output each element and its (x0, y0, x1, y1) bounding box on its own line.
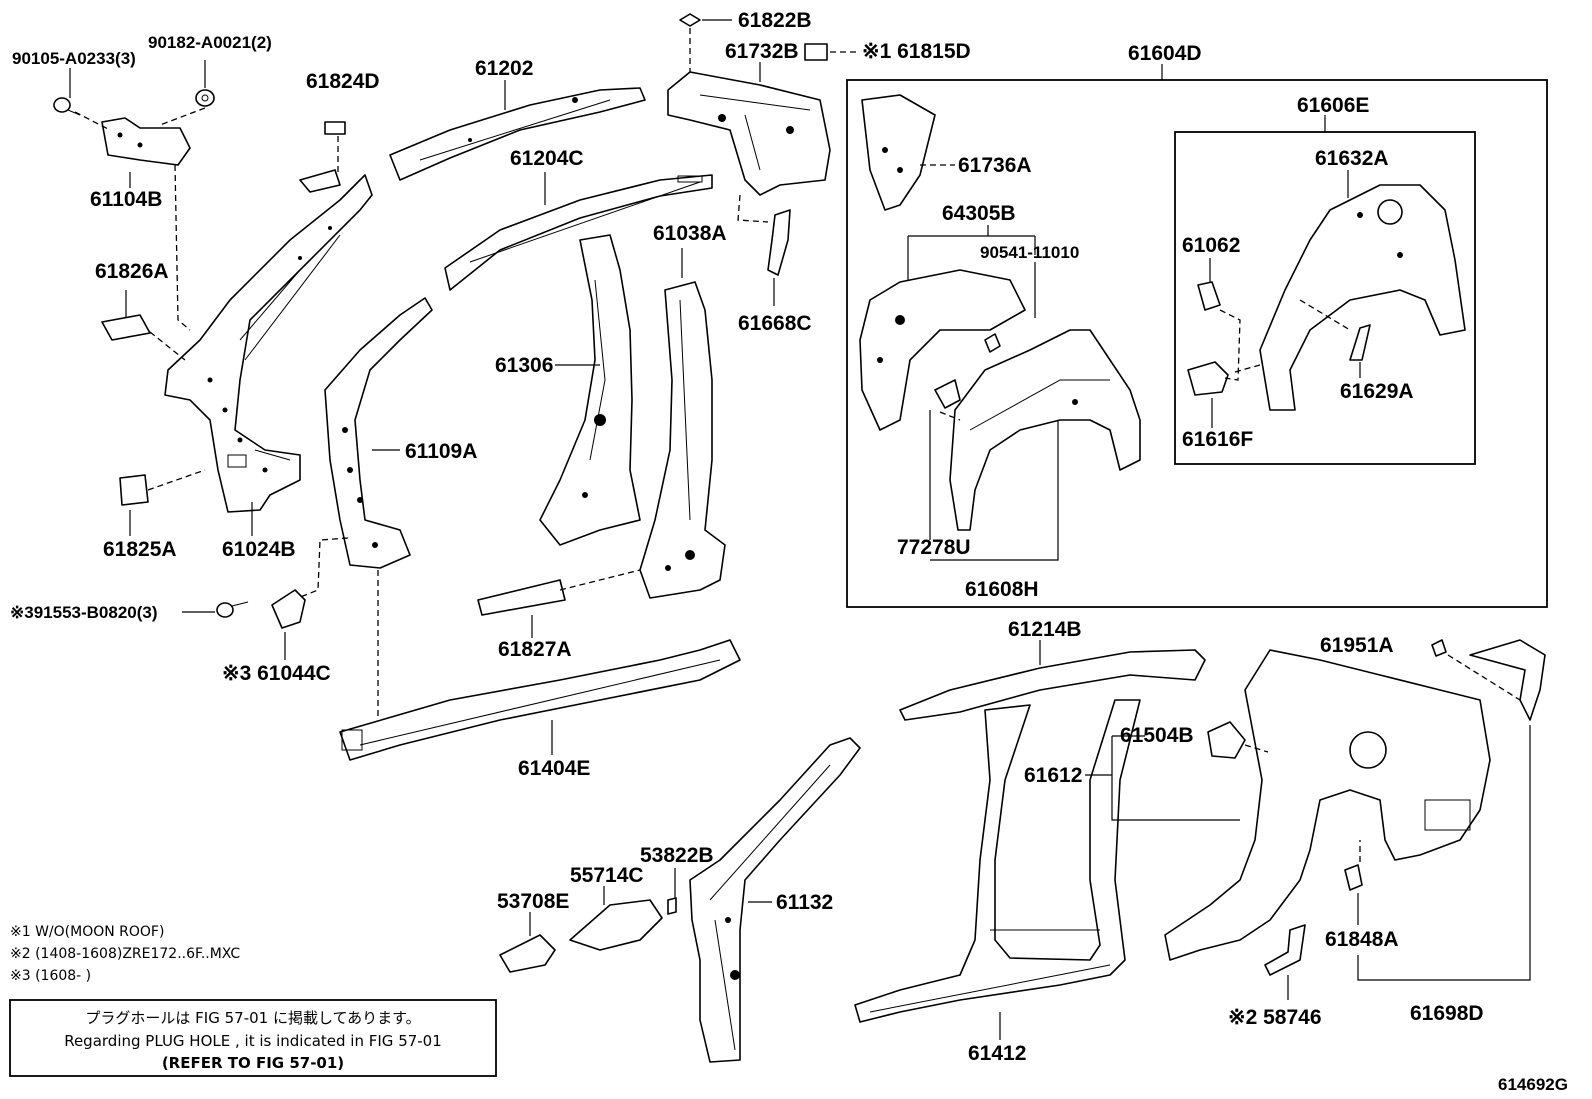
part-61202-roof-rail[interactable] (389, 87, 646, 181)
label-55714C: 55714C (570, 864, 644, 887)
part-61827A-pad[interactable] (477, 579, 566, 616)
label-61632A: 61632A (1315, 147, 1389, 170)
part-61815D-pad[interactable] (804, 43, 828, 61)
label-77278U: 77278U (897, 536, 971, 559)
label-61214B: 61214B (1008, 618, 1082, 641)
label-61038A: 61038A (653, 222, 727, 245)
part-61608H-wheelhouse[interactable] (949, 329, 1141, 531)
label-61062: 61062 (1182, 234, 1240, 257)
label-61044C: ※3 61044C (222, 662, 331, 685)
part-61109A-inner-pillar[interactable] (324, 297, 433, 569)
part-61848A-bracket[interactable] (1344, 864, 1363, 891)
label-61825A: 61825A (103, 538, 177, 561)
part-61104B-bracket[interactable] (101, 117, 191, 166)
label-61104B: 61104B (90, 188, 162, 211)
label-61404E: 61404E (518, 757, 590, 780)
label-61608H: 61608H (965, 578, 1039, 601)
figure-code: 614692G (1498, 1075, 1568, 1094)
part-61826A-pad[interactable] (101, 314, 151, 341)
part-53822B-clip[interactable] (667, 897, 677, 915)
label-61306: 61306 (495, 354, 553, 377)
label-61736A: 61736A (958, 154, 1032, 177)
note-3: ※3 (1608- ) (10, 968, 91, 984)
label-53822B: 53822B (640, 844, 714, 867)
label-61132: 61132 (776, 891, 833, 914)
part-61736A-gusset[interactable] (861, 94, 936, 211)
part-61951A-clip[interactable] (1431, 639, 1447, 657)
label-90105: 90105-A0233(3) (12, 49, 136, 68)
part-61214B-roof-side-outer[interactable] (899, 649, 1206, 721)
label-61822B: 61822B (738, 9, 812, 32)
label-61826A: 61826A (95, 260, 169, 283)
part-64305B-panel[interactable] (859, 269, 1026, 431)
part-58746-strip[interactable] (1264, 924, 1306, 976)
part-61132-front-pillar-outer[interactable] (689, 737, 861, 1063)
label-61668C: 61668C (738, 312, 812, 335)
part-61412-body-side[interactable] (854, 699, 1141, 1023)
part-61504B-bracket[interactable] (1207, 721, 1246, 759)
label-61824D: 61824D (306, 70, 380, 93)
reference-line-en: Regarding PLUG HOLE , it is indicated in… (64, 1032, 442, 1050)
part-61698D-extension[interactable] (1469, 639, 1546, 721)
note-1: ※1 W/O(MOON ROOF) (10, 924, 164, 940)
label-61612: 61612 (1024, 764, 1082, 787)
label-61202: 61202 (475, 57, 533, 80)
bolt-90105-icon (53, 97, 81, 116)
group-box-61604D (846, 79, 1548, 608)
label-58746: ※2 58746 (1228, 1006, 1322, 1029)
part-61204C-inner-rail[interactable] (444, 174, 713, 291)
label-61951A: 61951A (1320, 634, 1394, 657)
part-61044C-bracket[interactable] (271, 589, 306, 629)
label-61698D: 61698D (1410, 1002, 1484, 1025)
label-61504B: 61504B (1120, 724, 1194, 747)
part-53708E-bracket[interactable] (499, 934, 556, 973)
part-61629A-bracket[interactable] (1349, 324, 1371, 361)
part-61824D-pad[interactable] (324, 121, 346, 135)
reference-box (9, 999, 497, 1077)
label-61606E: 61606E (1297, 94, 1369, 117)
label-61629A: 61629A (1340, 380, 1414, 403)
nut-90541-icon (984, 333, 1001, 353)
nut-90182-icon (195, 89, 215, 107)
label-61815D: ※1 61815D (862, 40, 971, 63)
part-55714C-panel[interactable] (569, 899, 663, 951)
part-61038A-center-pillar-outer[interactable] (639, 281, 726, 599)
part-61824D-clip[interactable] (299, 169, 341, 193)
reference-line-jp: プラグホールは FIG 57-01 に掲載してあります。 (85, 1009, 420, 1027)
label-64305B: 64305B (942, 202, 1016, 225)
label-61848A: 61848A (1325, 928, 1399, 951)
reference-line-refer: (REFER TO FIG 57-01) (162, 1054, 344, 1072)
part-61612-quarter-panel[interactable] (1164, 649, 1491, 961)
note-2: ※2 (1408-1608)ZRE172..6F..MXC (10, 946, 240, 962)
part-61616F-bracket[interactable] (1187, 361, 1229, 396)
bolt-91553-icon (216, 601, 249, 618)
label-53708E: 53708E (497, 890, 569, 913)
label-61732B: 61732B (725, 40, 799, 63)
part-61825A-pad[interactable] (119, 474, 149, 506)
label-90182: 90182-A0021(2) (148, 33, 272, 52)
label-61616F: 61616F (1182, 428, 1253, 451)
label-61204C: 61204C (510, 147, 584, 170)
part-77278U-bracket[interactable] (934, 379, 961, 409)
part-61668C-bracket[interactable] (767, 209, 791, 276)
label-61109A: 61109A (405, 440, 477, 463)
label-91553: ※391553-B0820(3) (10, 603, 158, 622)
part-61822B-clip[interactable] (679, 13, 701, 27)
part-61306-center-pillar[interactable] (539, 234, 641, 546)
part-61404E-rocker[interactable] (339, 639, 741, 761)
part-61732B-roof-side[interactable] (667, 71, 831, 196)
label-61412: 61412 (968, 1042, 1026, 1065)
label-90541: 90541-11010 (980, 243, 1079, 262)
part-61024B-front-pillar[interactable] (164, 174, 373, 513)
part-61632A-quarter-inner[interactable] (1259, 184, 1466, 411)
label-61024B: 61024B (222, 538, 296, 561)
part-61062-bracket[interactable] (1197, 281, 1221, 311)
label-61827A: 61827A (498, 638, 572, 661)
label-61604D: 61604D (1128, 42, 1202, 65)
